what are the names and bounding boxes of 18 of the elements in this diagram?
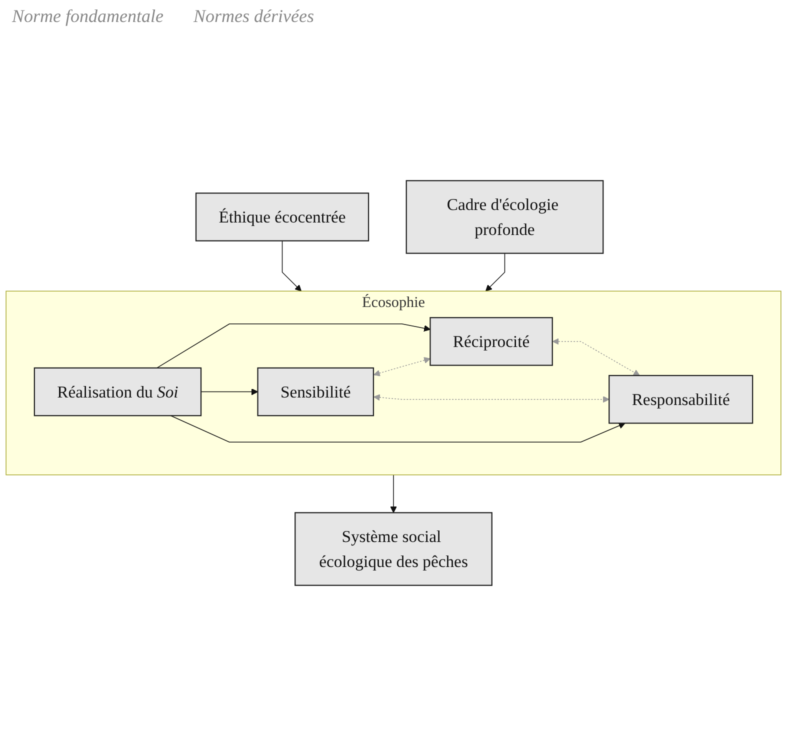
node-box: Réciprocité bbox=[430, 317, 553, 366]
arrow bbox=[552, 338, 640, 376]
node-box: Réalisation du Soi bbox=[34, 367, 202, 416]
node-box: Cadre d'écologie profonde bbox=[406, 180, 604, 254]
arrow bbox=[200, 388, 258, 396]
node-box: Éthique écocentrée bbox=[195, 192, 370, 242]
arrow bbox=[373, 394, 610, 403]
arrow bbox=[390, 474, 397, 513]
arrow bbox=[282, 240, 302, 292]
arrow bbox=[373, 357, 431, 376]
arrow bbox=[156, 324, 431, 368]
node-box: Responsabilité bbox=[608, 374, 754, 424]
side-note: Norme fondamentale bbox=[12, 6, 164, 27]
arrow bbox=[485, 252, 506, 292]
side-note: Normes dérivées bbox=[193, 6, 314, 27]
node-box: Sensibilité bbox=[257, 367, 374, 416]
arrow bbox=[170, 415, 626, 442]
node-box: Système social écologique des pêches bbox=[294, 512, 492, 586]
